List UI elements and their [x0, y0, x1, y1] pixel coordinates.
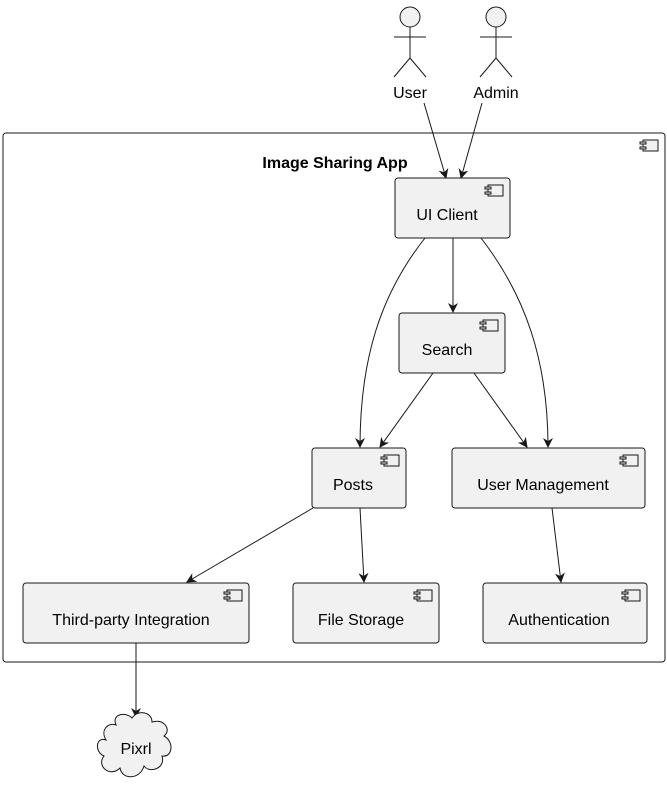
actor-user-label: User	[393, 85, 427, 102]
component-label: Posts	[333, 477, 373, 494]
component-file-storage[interactable]: File Storage	[292, 582, 440, 644]
component-label: File Storage	[318, 612, 404, 629]
actor-admin-label: Admin	[473, 85, 518, 102]
container-title: Image Sharing App	[262, 155, 407, 172]
component-icon	[380, 454, 400, 467]
edge-user-management-authentication	[551, 507, 565, 583]
edge-posts-third-party	[186, 507, 314, 583]
edge-posts-file-storage	[358, 507, 369, 583]
actor-admin[interactable]: Admin	[473, 6, 519, 102]
component-label: Search	[422, 342, 473, 359]
component-label: Third-party Integration	[52, 612, 209, 629]
edges	[131, 102, 565, 718]
edge-search-user-management	[473, 372, 528, 448]
component-search[interactable]: Search	[398, 312, 506, 374]
component-label: User Management	[477, 477, 609, 494]
edge-user-ui-client	[423, 102, 449, 179]
stick-figure-icon	[393, 6, 427, 78]
component-icon	[223, 589, 243, 602]
stick-figure-icon	[479, 6, 513, 78]
component-icon	[484, 184, 504, 197]
component-label: Authentication	[508, 612, 609, 629]
edge-ui-client-user-management	[480, 237, 553, 448]
component-posts[interactable]: Posts	[311, 447, 407, 509]
component-third-party-integration[interactable]: Third-party Integration	[22, 582, 250, 644]
external-label: Pixrl	[120, 741, 151, 758]
component-icon	[479, 319, 499, 332]
actor-user[interactable]: User	[393, 6, 428, 102]
component-icon	[621, 589, 641, 602]
component-authentication[interactable]: Authentication	[482, 582, 648, 644]
component-user-management[interactable]: User Management	[451, 447, 646, 509]
component-label: UI Client	[416, 207, 478, 224]
edge-admin-ui-client	[458, 102, 483, 179]
component-icon	[413, 589, 433, 602]
component-ui-client[interactable]: UI Client	[394, 177, 511, 239]
component-icon	[619, 454, 639, 467]
edge-ui-client-posts	[355, 237, 426, 448]
edge-search-posts	[379, 372, 434, 448]
container-component-icon	[639, 139, 659, 152]
external-pixrl[interactable]: Pixrl	[97, 712, 172, 778]
cloud-shape	[97, 712, 172, 778]
